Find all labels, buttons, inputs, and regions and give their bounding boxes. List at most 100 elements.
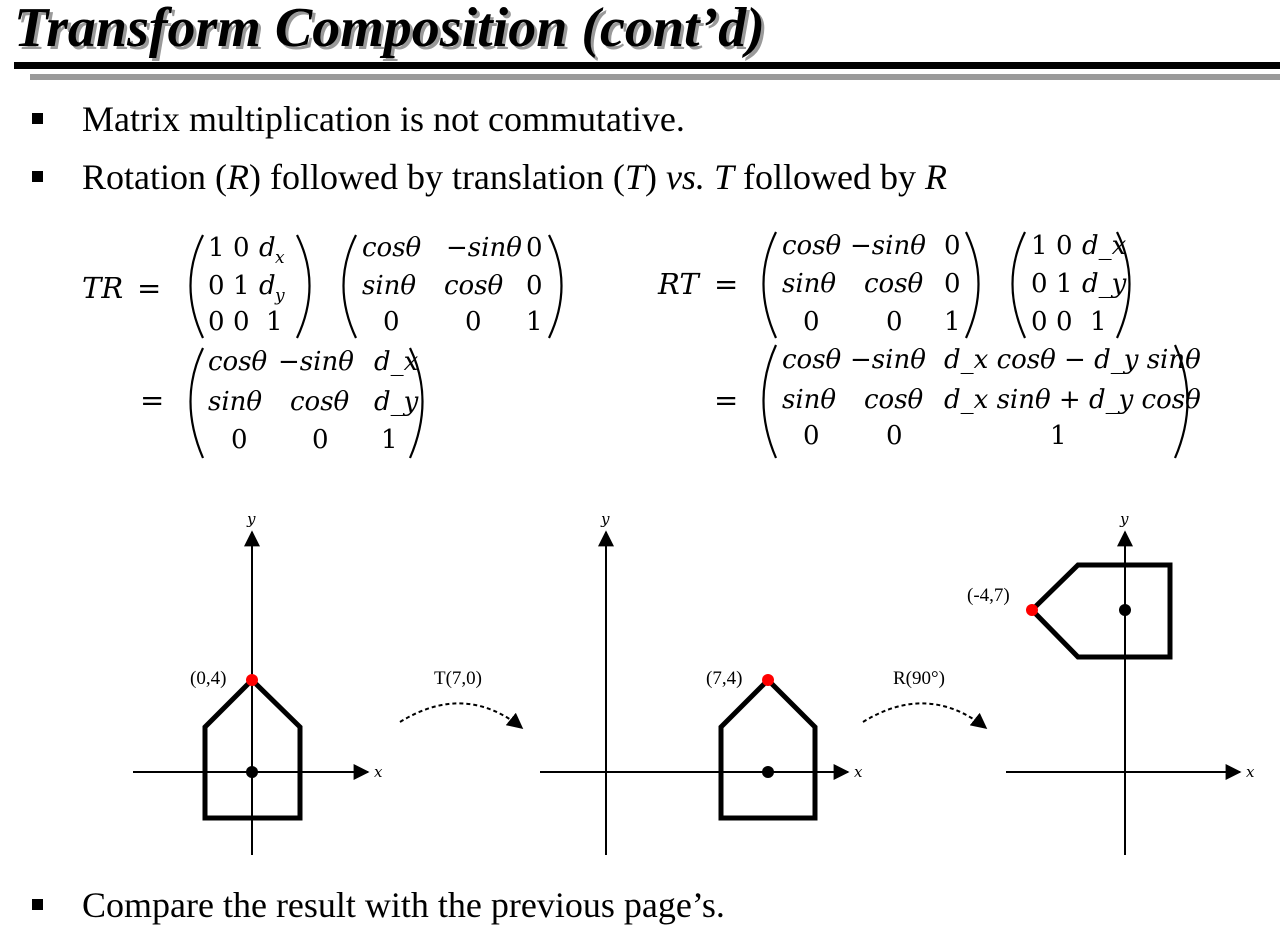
- x-axis-label: x: [854, 763, 863, 781]
- bullet-text: Rotation (R) followed by translation (T)…: [82, 155, 947, 199]
- tip-point: [246, 674, 258, 686]
- subscript: x: [275, 248, 285, 268]
- equals-sign: =: [714, 383, 738, 417]
- cell: cosθ: [782, 345, 842, 375]
- point-label: (7,4): [706, 668, 742, 689]
- arrow-translate: T(7,0): [399, 668, 524, 730]
- arrow-rotate: R(90°): [862, 668, 988, 729]
- equals-sign: =: [140, 383, 164, 417]
- y-axis-label: y: [1119, 510, 1129, 528]
- cell: 1: [208, 233, 225, 263]
- matrix-T-left: 1 0 d x 0 1 d y 0 0 1: [208, 233, 285, 337]
- bullet-square-icon: [32, 113, 43, 124]
- cell: 1: [1056, 269, 1073, 299]
- cell: 0: [526, 233, 543, 263]
- point-label: (0,4): [190, 668, 226, 689]
- matrix-brackets: [189, 231, 1189, 459]
- house-shape: [202, 676, 303, 821]
- cell: cosθ: [444, 271, 504, 301]
- symbol-R: R: [226, 157, 249, 197]
- dashed-arrow: [399, 702, 524, 730]
- arrow-label: T(7,0): [434, 668, 482, 689]
- cell: 0: [886, 421, 903, 451]
- equals-sign: =: [714, 267, 738, 301]
- cell: 0: [465, 307, 482, 337]
- cell: 0: [383, 307, 400, 337]
- cell: 0: [233, 233, 250, 263]
- x-axis-label: x: [374, 763, 383, 781]
- cell: 0: [944, 231, 961, 261]
- x-axis-label: x: [1246, 763, 1255, 781]
- y-axis-label: y: [246, 510, 256, 528]
- symbol-T: T: [624, 157, 645, 197]
- title-rule-thick: [14, 62, 1280, 69]
- cell: 1: [381, 425, 398, 455]
- cell: 0: [208, 307, 225, 337]
- tip-point: [1026, 604, 1038, 616]
- cell: d_x: [374, 347, 419, 377]
- arrow-label: R(90°): [893, 668, 945, 689]
- tip-point: [762, 674, 774, 686]
- cell: d: [259, 233, 276, 263]
- cell: 1: [526, 307, 543, 337]
- cell: −sinθ: [850, 231, 926, 261]
- cell: −sinθ: [446, 233, 522, 263]
- transform-figures: x y (0,4) T(7,0) x y (7,4) R(90°): [133, 510, 1255, 855]
- cell: 0: [233, 307, 250, 337]
- center-dot: [762, 766, 774, 778]
- center-dot: [1119, 604, 1131, 616]
- figure-original: x y (0,4): [133, 510, 383, 855]
- cell: 0: [1031, 307, 1048, 337]
- cell: cosθ: [782, 231, 842, 261]
- cell: d_x: [1082, 231, 1127, 261]
- title-rule-thin: [30, 74, 1280, 80]
- y-axis-label: y: [600, 510, 610, 528]
- lhs-RT: RT: [657, 267, 701, 301]
- cell: d_y: [1082, 269, 1127, 299]
- house-shape: [718, 676, 818, 821]
- house-shape: [1028, 562, 1173, 660]
- cell: cosθ: [208, 347, 268, 377]
- cell: −sinθ: [850, 345, 926, 375]
- cell: 0: [1031, 269, 1048, 299]
- bullet-text: Compare the result with the previous pag…: [82, 885, 725, 925]
- cell: cosθ: [864, 269, 924, 299]
- cell: 1: [944, 307, 961, 337]
- cell: 0: [1056, 231, 1073, 261]
- cell: 1: [266, 307, 283, 337]
- point-label: (-4,7): [967, 585, 1010, 606]
- matrix-T-right: 1 0 d_x 0 1 d_y 0 0 1: [1031, 231, 1127, 337]
- cell: cosθ: [864, 385, 924, 415]
- cell: d_x sinθ + d_y cosθ: [944, 385, 1201, 415]
- cell: 0: [312, 425, 329, 455]
- matrix-result-left: cosθ −sinθ d_x sinθ cosθ d_y 0 0 1: [208, 347, 419, 455]
- dashed-arrow: [862, 702, 988, 729]
- bullet-square-icon: [32, 899, 43, 910]
- cell: 1: [233, 271, 250, 301]
- cell: 0: [231, 425, 248, 455]
- cell: cosθ: [362, 233, 422, 263]
- text-run: ): [644, 157, 666, 197]
- cell: sinθ: [208, 387, 262, 417]
- cell: sinθ: [782, 385, 836, 415]
- word-vs: vs.: [665, 157, 705, 197]
- matrix-R-left: cosθ −sinθ 0 sinθ cosθ 0 0 0 1: [362, 233, 543, 337]
- bullet-square-icon: [32, 171, 43, 182]
- cell: 0: [1056, 307, 1073, 337]
- figure-translated: x y (7,4): [540, 510, 863, 855]
- cell: 1: [1031, 231, 1048, 261]
- cell: cosθ: [290, 387, 350, 417]
- cell: d_x cosθ − d_y sinθ: [944, 345, 1201, 375]
- cell: d_y: [374, 387, 419, 417]
- cell: 0: [803, 421, 820, 451]
- cell: sinθ: [362, 271, 416, 301]
- symbol-R: R: [924, 157, 947, 197]
- cell: 0: [944, 269, 961, 299]
- cell: sinθ: [782, 269, 836, 299]
- slide-title: Transform Composition (cont’d): [14, 0, 765, 59]
- text-run: [705, 157, 714, 197]
- cell: 0: [803, 307, 820, 337]
- text-run: ) followed by translation (: [248, 157, 625, 197]
- text-run: Rotation (: [82, 157, 227, 197]
